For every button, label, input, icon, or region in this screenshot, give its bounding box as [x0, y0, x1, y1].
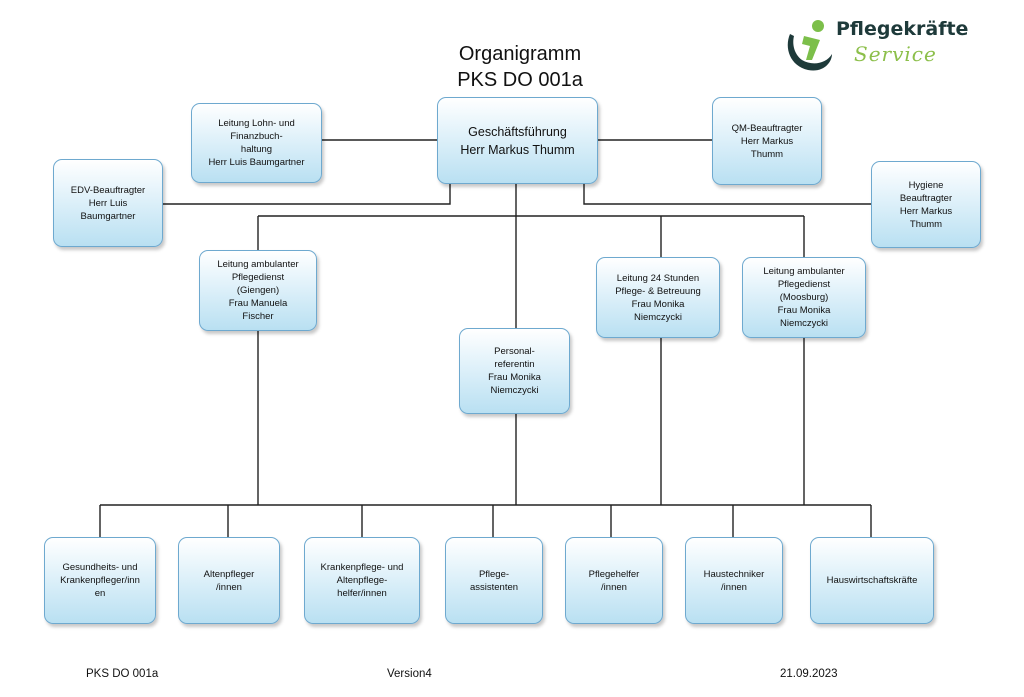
logo-figure-icon: [787, 20, 832, 71]
node-gesundheits-krankenpfleger: Gesundheits- und Krankenpfleger/inn en: [44, 537, 156, 624]
node-leitung-lohn-finanzbuchhaltung: Leitung Lohn- und Finanzbuch- haltung He…: [191, 103, 322, 183]
node-geschaeftsfuehrung: Geschäftsführung Herr Markus Thumm: [437, 97, 598, 184]
node-hauswirtschaftskraefte: Hauswirtschaftskräfte: [810, 537, 934, 624]
node-leitung-ambulant-moosburg: Leitung ambulanter Pflegedienst (Moosbur…: [742, 257, 866, 338]
chart-title-line2: PKS DO 001a: [457, 69, 583, 91]
chart-title-line1: Organigramm: [458, 43, 582, 65]
node-edv-beauftragter: EDV-Beauftragter Herr Luis Baumgartner: [53, 159, 163, 247]
logo-name: Pflegekräfte: [836, 18, 969, 40]
node-qm-beauftragter: QM-Beauftragter Herr Markus Thumm: [712, 97, 822, 185]
footer-date: 21.09.2023: [780, 668, 838, 680]
logo-script: Service: [854, 42, 937, 66]
node-leitung-24-stunden: Leitung 24 Stunden Pflege- & Betreuung F…: [596, 257, 720, 338]
node-leitung-ambulant-giengen: Leitung ambulanter Pflegedienst (Giengen…: [199, 250, 317, 331]
node-hygiene-beauftragter: Hygiene Beauftragter Herr Markus Thumm: [871, 161, 981, 248]
node-altenpfleger: Altenpfleger /innen: [178, 537, 280, 624]
node-pflegehelfer: Pflegehelfer /innen: [565, 537, 663, 624]
node-haustechniker: Haustechniker /innen: [685, 537, 783, 624]
footer-document-id: PKS DO 001a: [86, 668, 159, 680]
node-krankenpflege-altenpflegehelfer: Krankenpflege- und Altenpflege- helfer/i…: [304, 537, 420, 624]
node-personalreferentin: Personal- referentin Frau Monika Niemczy…: [459, 328, 570, 414]
node-pflegeassistenten: Pflege- assistenten: [445, 537, 543, 624]
footer-version: Version4: [387, 668, 432, 680]
company-logo: Pflegekräfte Service: [782, 14, 982, 78]
